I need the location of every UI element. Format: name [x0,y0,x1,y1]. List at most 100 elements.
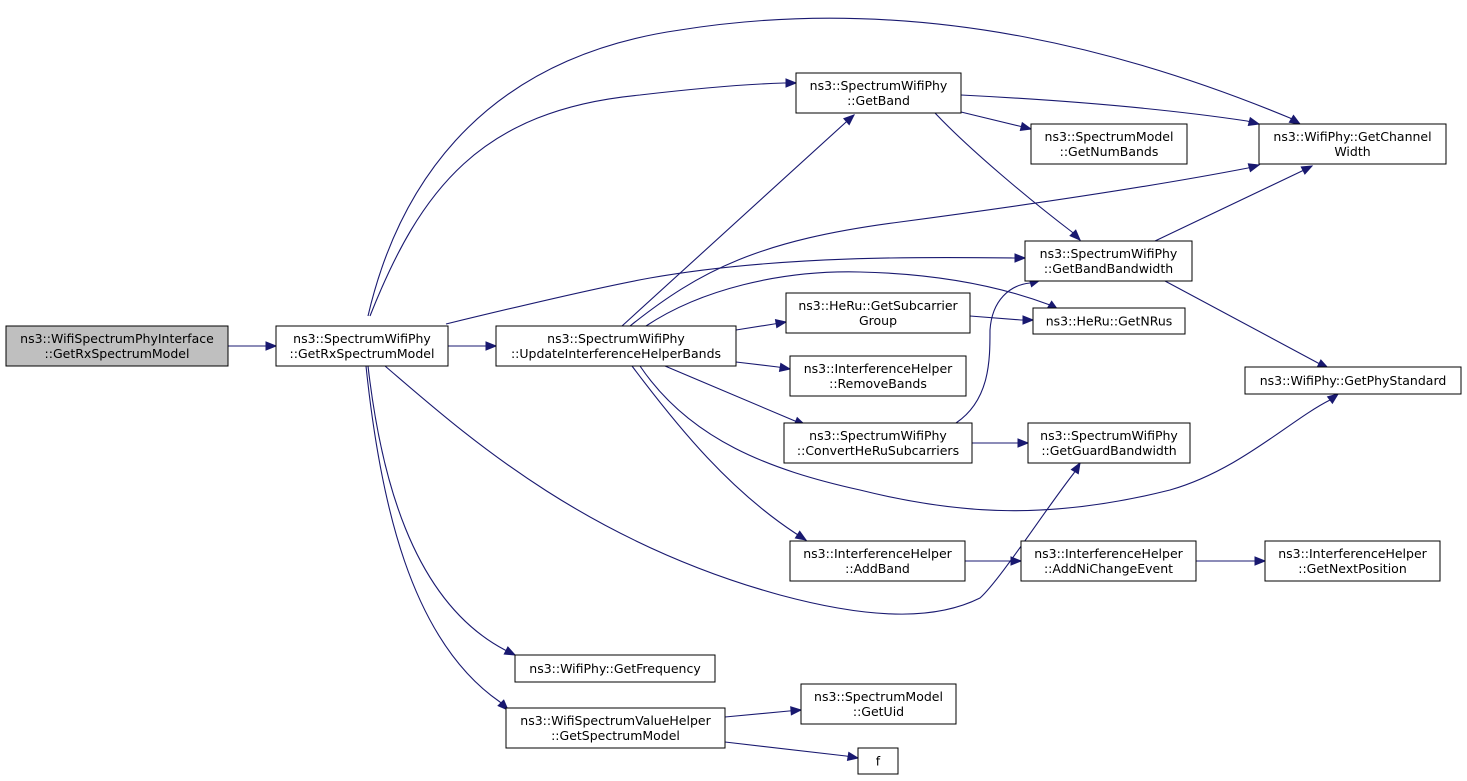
node-box [783,422,973,464]
node-box [789,540,966,582]
node-label-line: Group [859,313,897,328]
node-box [800,683,957,725]
node-box [514,654,716,683]
node-box [495,325,737,367]
node-box [857,747,899,775]
node-root[interactable]: ns3::WifiSpectrumPhyInterface::GetRxSpec… [5,325,229,367]
edge-addNi-to-nextPos [1196,556,1267,566]
node-label-line: ns3::SpectrumWifiPhy [809,428,947,443]
node-label-line: ::GetRxSpectrumModel [45,346,190,361]
edge-bandBw-to-chWidth [1154,165,1314,242]
node-label-line: ns3::WifiSpectrumPhyInterface [20,331,214,346]
node-label-line: ns3::SpectrumWifiPhy [1040,246,1178,261]
edge-update-to-getBand [621,114,856,327]
node-label-line: ::GetGuardBandwidth [1041,443,1176,458]
node-label-line: ns3::SpectrumModel [814,689,943,704]
edge-update-to-addBand [631,365,808,541]
node-nextPos[interactable]: ns3::InterferenceHelper::GetNextPosition [1264,540,1441,582]
node-box [795,72,962,114]
edge-getBand-to-numBands [960,111,1033,132]
node-guardBw[interactable]: ns3::SpectrumWifiPhy::GetGuardBandwidth [1027,422,1191,464]
node-label-line: ::ConvertHeRuSubcarriers [797,443,959,458]
node-label-line: Width [1334,144,1370,159]
edge-bandBw-to-phyStd [1164,280,1330,369]
node-bandBw[interactable]: ns3::SpectrumWifiPhy::GetBandBandwidth [1024,240,1193,282]
node-uid[interactable]: ns3::SpectrumModel::GetUid [800,683,957,725]
node-box [789,355,967,397]
edge-convert-to-guardBw [972,438,1030,448]
edge-getRx-to-freq [367,365,517,656]
edge-subGroup-to-nrus [969,315,1035,325]
node-label-line: ns3::WifiPhy::GetPhyStandard [1260,373,1447,388]
node-label-line: ns3::InterferenceHelper [803,546,952,561]
edge-getRx-to-bandBw [445,253,1027,325]
node-label-line: ::GetSpectrumModel [551,728,680,743]
node-addBand[interactable]: ns3::InterferenceHelper::AddBand [789,540,966,582]
edge-update-to-phyStd [639,365,1340,512]
edge-getRx-to-guardBw [384,365,1081,615]
node-removeBands[interactable]: ns3::InterferenceHelper::RemoveBands [789,355,967,397]
node-valHelper[interactable]: ns3::WifiSpectrumValueHelper::GetSpectru… [505,707,726,749]
node-label-line: ns3::WifiPhy::GetChannel [1273,129,1431,144]
node-label-line: f [876,754,881,769]
node-box [1020,540,1197,582]
node-box [785,292,971,334]
node-label-line: ns3::InterferenceHelper [804,361,953,376]
node-label-line: ::GetNumBands [1060,144,1159,159]
node-label-line: ns3::InterferenceHelper [1278,546,1427,561]
node-getBand[interactable]: ns3::SpectrumWifiPhy::GetBand [795,72,962,114]
node-label-line: ns3::SpectrumWifiPhy [810,78,948,93]
node-label-line: ns3::HeRu::GetNRus [1046,314,1173,329]
node-label-line: ns3::WifiSpectrumValueHelper [520,713,711,728]
node-label-line: ::UpdateInterferenceHelperBands [511,346,721,361]
node-label-line: ns3::SpectrumWifiPhy [293,331,431,346]
node-convert[interactable]: ns3::SpectrumWifiPhy::ConvertHeRuSubcarr… [783,422,973,464]
node-freq[interactable]: ns3::WifiPhy::GetFrequency [514,654,716,683]
node-update[interactable]: ns3::SpectrumWifiPhy::UpdateInterference… [495,325,737,367]
node-label-line: ns3::SpectrumModel [1045,129,1174,144]
node-getRx[interactable]: ns3::SpectrumWifiPhy::GetRxSpectrumModel [275,325,449,367]
node-label-line: ::AddBand [845,561,910,576]
node-numBands[interactable]: ns3::SpectrumModel::GetNumBands [1030,123,1188,165]
node-box [5,325,229,367]
node-box [1264,540,1441,582]
node-nrus[interactable]: ns3::HeRu::GetNRus [1032,307,1186,335]
node-f[interactable]: f [857,747,899,775]
node-box [1027,422,1191,464]
node-label-line: ::AddNiChangeEvent [1044,561,1173,576]
node-box [1030,123,1188,165]
node-box [1258,123,1447,165]
node-label-line: ns3::SpectrumWifiPhy [547,331,685,346]
node-box [1244,366,1462,395]
edge-getRx-to-valHelper [365,365,509,711]
node-label-line: ::GetNextPosition [1298,561,1407,576]
node-phyStd[interactable]: ns3::WifiPhy::GetPhyStandard [1244,366,1462,395]
node-box [1032,307,1186,335]
node-box [505,707,726,749]
edge-update-to-chWidth [629,163,1261,327]
edge-getRx-to-getBand [369,78,798,317]
node-label-line: ns3::WifiPhy::GetFrequency [529,661,701,676]
node-label-line: ns3::HeRu::GetSubcarrier [798,298,958,313]
node-box [275,325,449,367]
node-label-line: ::GetBandBandwidth [1044,261,1173,276]
edge-getBand-to-bandBw [934,112,1081,241]
node-label-line: ns3::InterferenceHelper [1034,546,1183,561]
node-label-line: ::GetUid [853,704,904,719]
node-label-line: ns3::SpectrumWifiPhy [1040,428,1178,443]
node-label-line: ::GetRxSpectrumModel [290,346,435,361]
edge-getBand-to-chWidth [960,94,1261,127]
edge-update-to-removeBands [735,361,792,372]
node-label-line: ::GetBand [847,93,910,108]
node-label-line: ::RemoveBands [829,376,927,391]
node-addNi[interactable]: ns3::InterferenceHelper::AddNiChangeEven… [1020,540,1197,582]
edge-getRx-to-chWidth [367,17,1302,317]
edge-addBand-to-addNi [965,556,1023,566]
edge-update-to-subGroup [735,319,788,331]
edge-valHelper-to-uid [724,706,803,718]
edge-valHelper-to-f [724,741,860,761]
node-box [1024,240,1193,282]
